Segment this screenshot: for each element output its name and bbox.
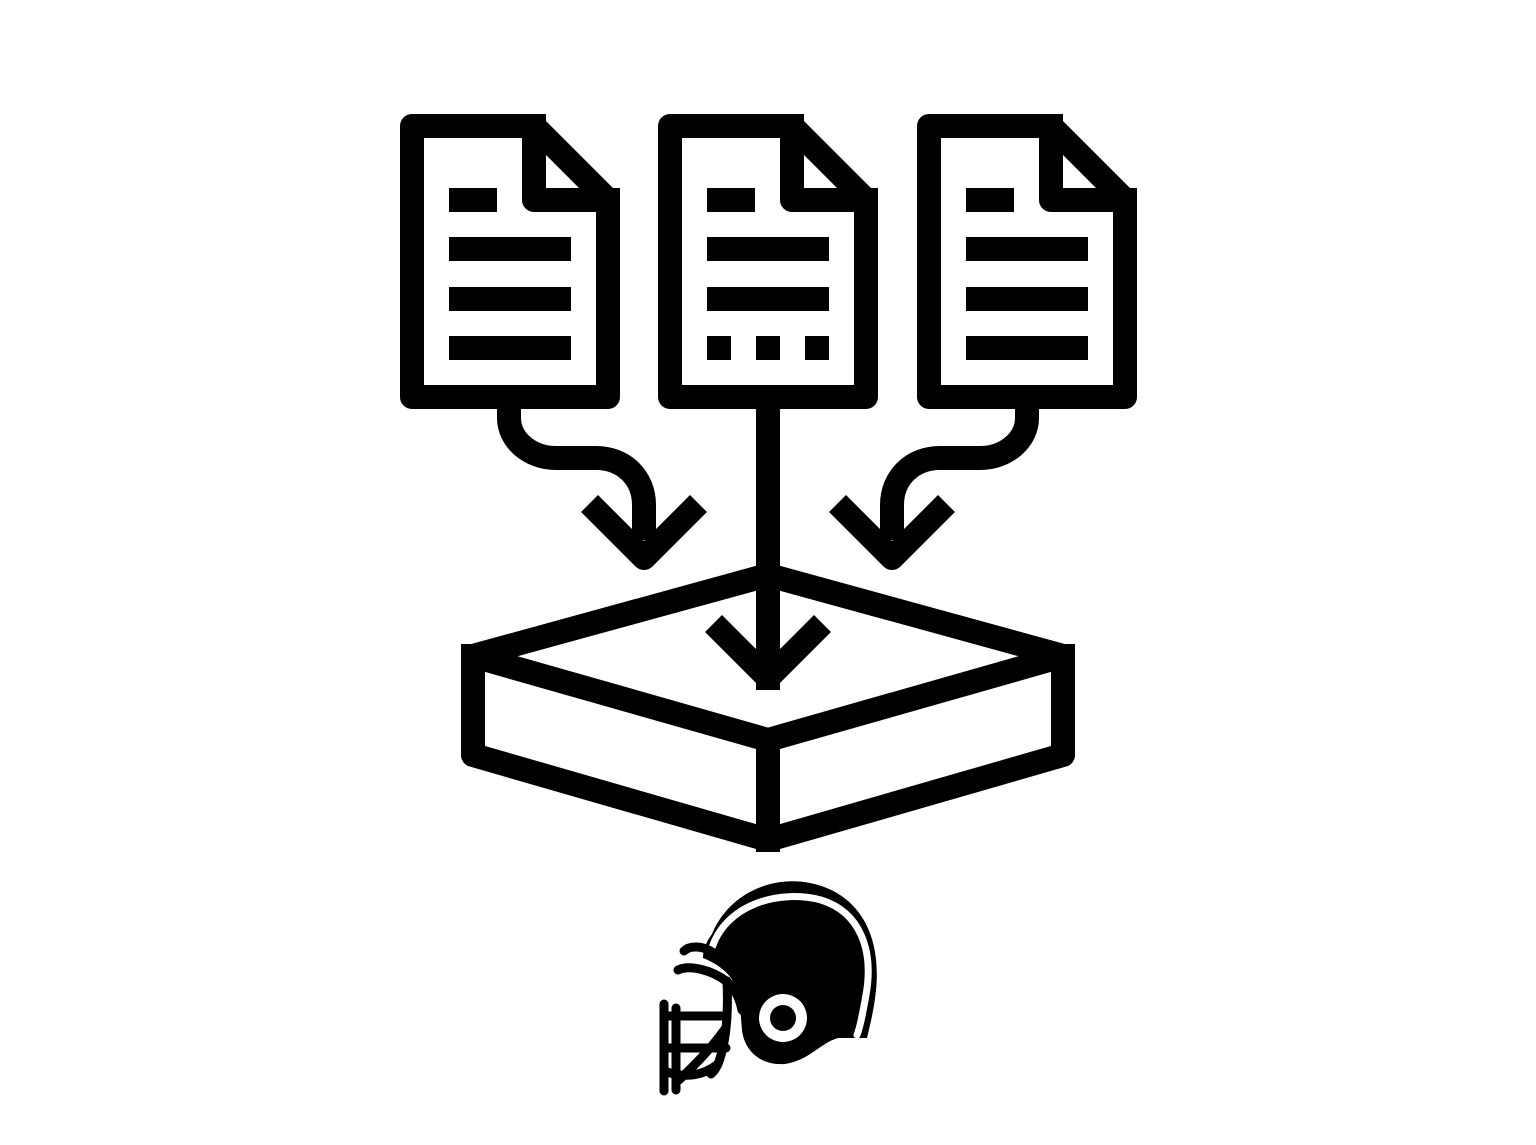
document-left-icon <box>400 114 620 409</box>
arrow-right-curve-icon <box>829 398 1039 570</box>
arrow-left-curve-icon <box>497 398 707 570</box>
document-middle-icon <box>658 114 878 409</box>
box-icon <box>461 563 1075 852</box>
document-right-icon <box>917 114 1137 409</box>
football-helmet-icon <box>659 881 877 1096</box>
arrow-middle-icon <box>705 398 831 690</box>
